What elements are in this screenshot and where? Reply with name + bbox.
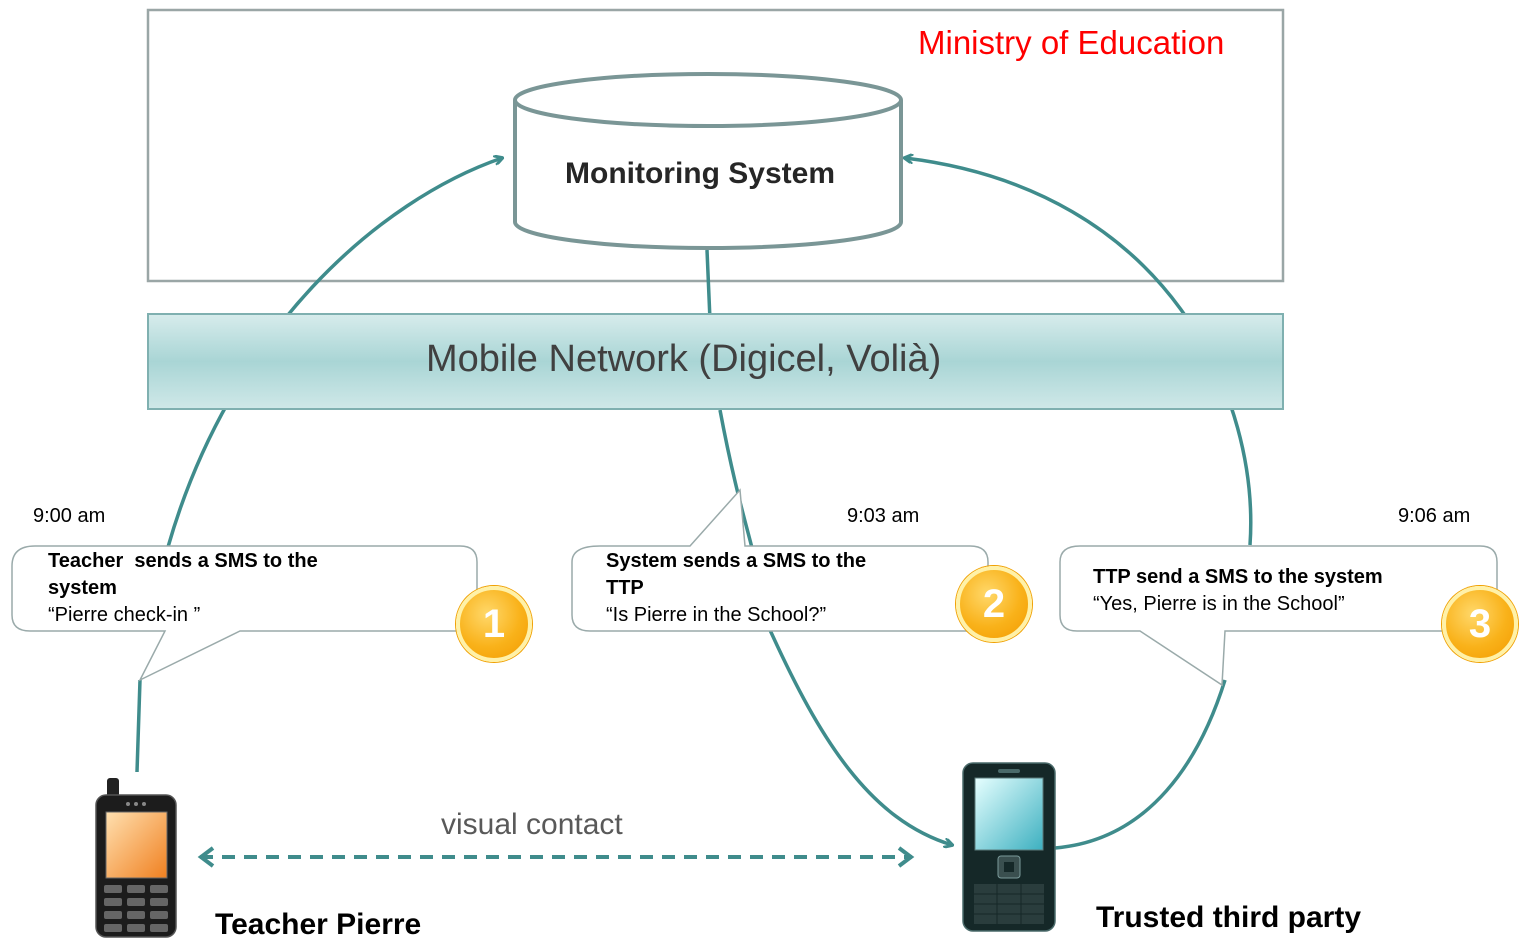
step-3-text: TTP send a SMS to the system “Yes, Pierr… <box>1093 564 1463 618</box>
connector-teacher-to-system <box>135 158 502 773</box>
connector-ttp-to-system <box>905 158 1253 850</box>
step-3-message: “Yes, Pierre is in the School” <box>1093 593 1345 615</box>
step-3-time: 9:06 am <box>1398 505 1471 527</box>
step-3-title-line1: TTP send a SMS to the system <box>1093 566 1383 588</box>
bubble-1 <box>11 545 478 682</box>
step-2-badge: 2 <box>956 566 1032 642</box>
step-2-message: “Is Pierre in the School?” <box>606 604 827 626</box>
step-3-badge: 3 <box>1442 586 1518 662</box>
teacher-caption: Teacher Pierre <box>215 908 422 941</box>
step-1-message: “Pierre check-in ” <box>48 604 201 626</box>
step-2-time: 9:03 am <box>847 505 920 527</box>
monitoring-system-label: Monitoring System <box>565 157 836 190</box>
step-1-title-line1: Teacher sends a SMS to the <box>48 550 318 572</box>
step-1-time: 9:00 am <box>33 505 106 527</box>
network-bar <box>147 313 1284 410</box>
connectors <box>135 158 1253 850</box>
step-1-badge: 1 <box>456 586 532 662</box>
step-1-text: Teacher sends a SMS to the system “Pierr… <box>48 548 458 629</box>
step-1-title-line2: system <box>48 577 117 599</box>
network-label: Mobile Network (Digicel, Volià) <box>426 338 942 380</box>
step-2-text: System sends a SMS to the TTP “Is Pierre… <box>606 548 966 629</box>
bubble-3 <box>1059 545 1498 687</box>
visual-contact-label: visual contact <box>441 808 623 841</box>
ministry-label: Ministry of Education <box>918 24 1225 61</box>
ttp-caption: Trusted third party <box>1096 901 1362 934</box>
step-2-title-line1: System sends a SMS to the <box>606 550 867 572</box>
teacher-phone-icon <box>95 778 177 938</box>
step-2-title-line2: TTP <box>606 577 644 599</box>
ttp-phone-icon <box>962 762 1056 932</box>
database-cylinder <box>513 72 903 250</box>
